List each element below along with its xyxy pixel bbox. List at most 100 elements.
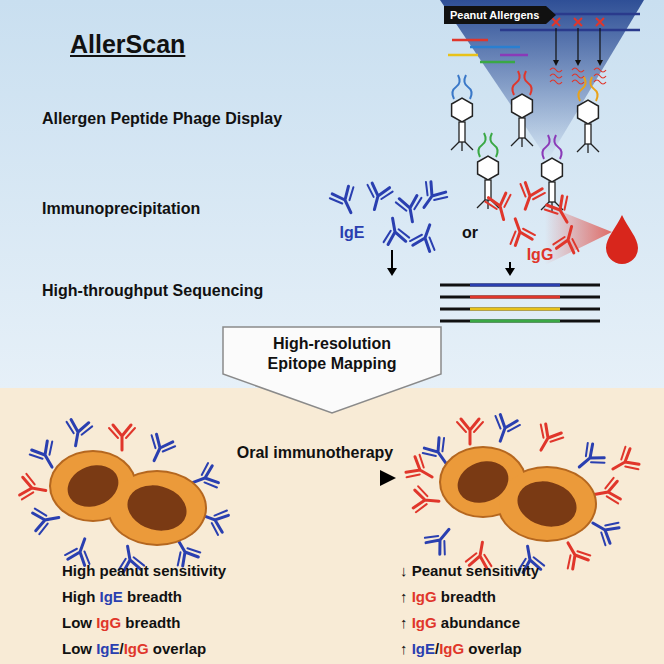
- label: ↑ IgG breadth: [400, 588, 496, 605]
- cut-mark: [596, 18, 604, 26]
- antibody: [395, 195, 425, 224]
- node-text: High-resolution Epitope Mapping: [252, 334, 412, 374]
- cut-mark: [552, 18, 560, 26]
- title: AllerScan: [70, 30, 185, 59]
- process-arrow: High-resolution Epitope Mapping: [222, 326, 442, 414]
- phage-head: [452, 98, 473, 122]
- antibody-word: IgG: [439, 640, 464, 657]
- label: High IgE breadth: [62, 588, 182, 605]
- antibody-word: IgG: [412, 614, 437, 631]
- displayed-peptide: [524, 71, 531, 95]
- phage-head: [542, 158, 563, 182]
- antibody-word: IgG: [96, 614, 121, 631]
- antibody: [457, 419, 483, 444]
- allergen-cone: [440, 0, 644, 160]
- label: High-throughput Sequencing: [42, 282, 263, 300]
- phage-tail: [549, 182, 555, 202]
- antibody: [557, 536, 592, 571]
- oligo-mark: [572, 74, 584, 78]
- displayed-peptide: [452, 75, 459, 99]
- label: IgG: [527, 246, 554, 264]
- label: ↓ Peanut sensitivity: [400, 562, 539, 579]
- phage-legs: [577, 144, 599, 153]
- cut-arrow-head: [597, 60, 603, 66]
- antibody: [362, 182, 394, 213]
- antibody-word: IgE: [412, 640, 435, 657]
- oligo-mark: [572, 68, 584, 72]
- allergen-tag: Peanut Allergens: [444, 6, 555, 24]
- displayed-peptide: [542, 135, 549, 159]
- label: Allergen Peptide Phage Display: [42, 110, 282, 128]
- antibody: [513, 181, 546, 213]
- phage-legs: [451, 142, 473, 151]
- antibody: [380, 216, 410, 245]
- displayed-peptide: [578, 77, 585, 101]
- oligo-mark: [594, 74, 606, 78]
- antibody: [571, 441, 607, 477]
- label: Low IgE/IgG overlap: [62, 640, 206, 657]
- antibody: [423, 521, 459, 557]
- phage-tail: [585, 124, 591, 144]
- antibody: [32, 505, 61, 535]
- phage-tail: [459, 122, 465, 142]
- label: Low IgG breadth: [62, 614, 180, 631]
- displayed-peptide: [478, 133, 485, 157]
- read-adapter: [440, 308, 600, 311]
- label: Immunoprecipitation: [42, 200, 200, 218]
- bottom-panel: [0, 388, 664, 664]
- read-insert: [470, 320, 560, 323]
- node-text: Peanut Allergens: [450, 9, 539, 21]
- allergen-peptide: [448, 54, 478, 57]
- label: High peanut sensitivity: [62, 562, 226, 579]
- phage-head: [512, 94, 533, 118]
- antibody: [19, 473, 48, 503]
- phage-head: [578, 100, 599, 124]
- peanut: [49, 450, 207, 546]
- read-insert: [470, 284, 560, 287]
- oligo-mark: [550, 68, 562, 72]
- label: ↑ IgE/IgG overlap: [400, 640, 522, 657]
- label: IgE: [340, 224, 365, 242]
- antibody: [142, 433, 176, 467]
- antibody-word: IgG: [412, 588, 437, 605]
- antibody: [413, 486, 440, 514]
- allergen-peptide: [480, 61, 515, 64]
- blood-drop: [545, 205, 638, 265]
- antibody-word: IgE: [100, 588, 123, 605]
- label: ↑ IgG abundance: [400, 614, 520, 631]
- displayed-peptide: [554, 135, 561, 159]
- read-adapter: [440, 320, 600, 323]
- antibody: [485, 192, 517, 223]
- down-arrows: [387, 250, 515, 276]
- antibody: [329, 185, 363, 219]
- read-adapter: [440, 284, 600, 287]
- oit-arrow: [235, 470, 396, 486]
- antibody: [503, 214, 536, 246]
- allergen-peptide: [500, 29, 640, 32]
- peanut: [439, 446, 597, 542]
- read-insert: [470, 296, 560, 299]
- allergen-peptide: [500, 54, 528, 57]
- label: Oral immunotherapy: [237, 444, 393, 462]
- displayed-peptide: [512, 71, 519, 95]
- antibody: [63, 419, 93, 448]
- oligo-mark: [550, 80, 562, 84]
- oligo-mark: [550, 74, 562, 78]
- oligo-mark: [572, 80, 584, 84]
- cut-arrow-head: [553, 60, 559, 66]
- allergen-peptide: [470, 46, 520, 49]
- cut-arrow: [555, 28, 556, 62]
- cut-arrow: [599, 28, 600, 62]
- allergen-peptide: [452, 39, 488, 42]
- read-adapter: [440, 296, 600, 299]
- antibody: [109, 425, 135, 450]
- antibody: [64, 534, 97, 566]
- antibody-word: IgE: [96, 640, 119, 657]
- displayed-peptide: [490, 133, 497, 157]
- phage-head: [478, 156, 499, 180]
- cut-arrow: [577, 28, 578, 62]
- oligo-mark: [594, 80, 606, 84]
- cut-mark: [574, 18, 582, 26]
- label: or: [462, 224, 478, 242]
- oligo-mark: [594, 68, 606, 72]
